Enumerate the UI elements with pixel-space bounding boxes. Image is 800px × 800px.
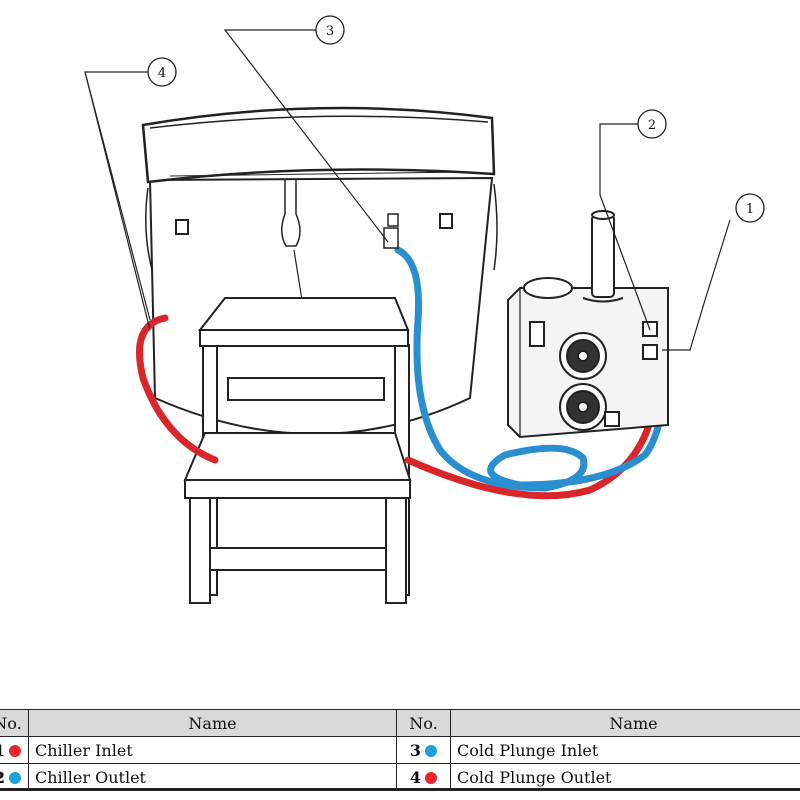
row2-left-no: 2 (0, 763, 29, 791)
callouts (84, 29, 731, 351)
callout-2-label: 2 (648, 118, 656, 133)
red-dot-icon (425, 771, 438, 784)
callout-1-label: 1 (746, 202, 754, 217)
callout-4-label: 4 (158, 66, 166, 81)
header-name-right: Name (450, 709, 800, 737)
parts-table: No. Name No. Name 1 Chiller Inlet 3 Cold… (0, 709, 800, 791)
row1-left-no: 1 (0, 736, 29, 764)
table-row: 2 Chiller Outlet 4 Cold Plunge Outlet (0, 763, 800, 791)
hot-hose-chiller-inlet (404, 346, 661, 500)
hot-hose-plunge-outlet (136, 314, 219, 464)
red-dot-icon (9, 744, 22, 757)
callout-1: 1 (735, 193, 765, 223)
header-no-left: No. (0, 709, 29, 737)
step-stool (183, 297, 412, 604)
callout-3: 3 (315, 15, 345, 45)
callout-4: 4 (147, 57, 177, 87)
row2-right-name: Cold Plunge Outlet (450, 763, 800, 791)
chiller-unit (507, 210, 669, 439)
callout-2: 2 (637, 109, 667, 139)
row1-right-name: Cold Plunge Inlet (450, 736, 800, 764)
table-row: 1 Chiller Inlet 3 Cold Plunge Inlet (0, 736, 800, 764)
row2-left-name: Chiller Outlet (28, 763, 397, 791)
table-header-row: No. Name No. Name (0, 709, 800, 737)
row1-right-no: 3 (396, 736, 451, 764)
row1-left-name: Chiller Inlet (28, 736, 397, 764)
cold-plunge-diagram: 1 2 3 4 (84, 15, 765, 604)
bottom-rule (0, 788, 800, 790)
row2-right-no: 4 (396, 763, 451, 791)
callout-3-label: 3 (326, 24, 334, 39)
blue-dot-icon (9, 771, 22, 784)
tub-ports (383, 213, 399, 249)
header-name-left: Name (28, 709, 397, 737)
blue-dot-icon (425, 744, 438, 757)
header-no-right: No. (396, 709, 451, 737)
